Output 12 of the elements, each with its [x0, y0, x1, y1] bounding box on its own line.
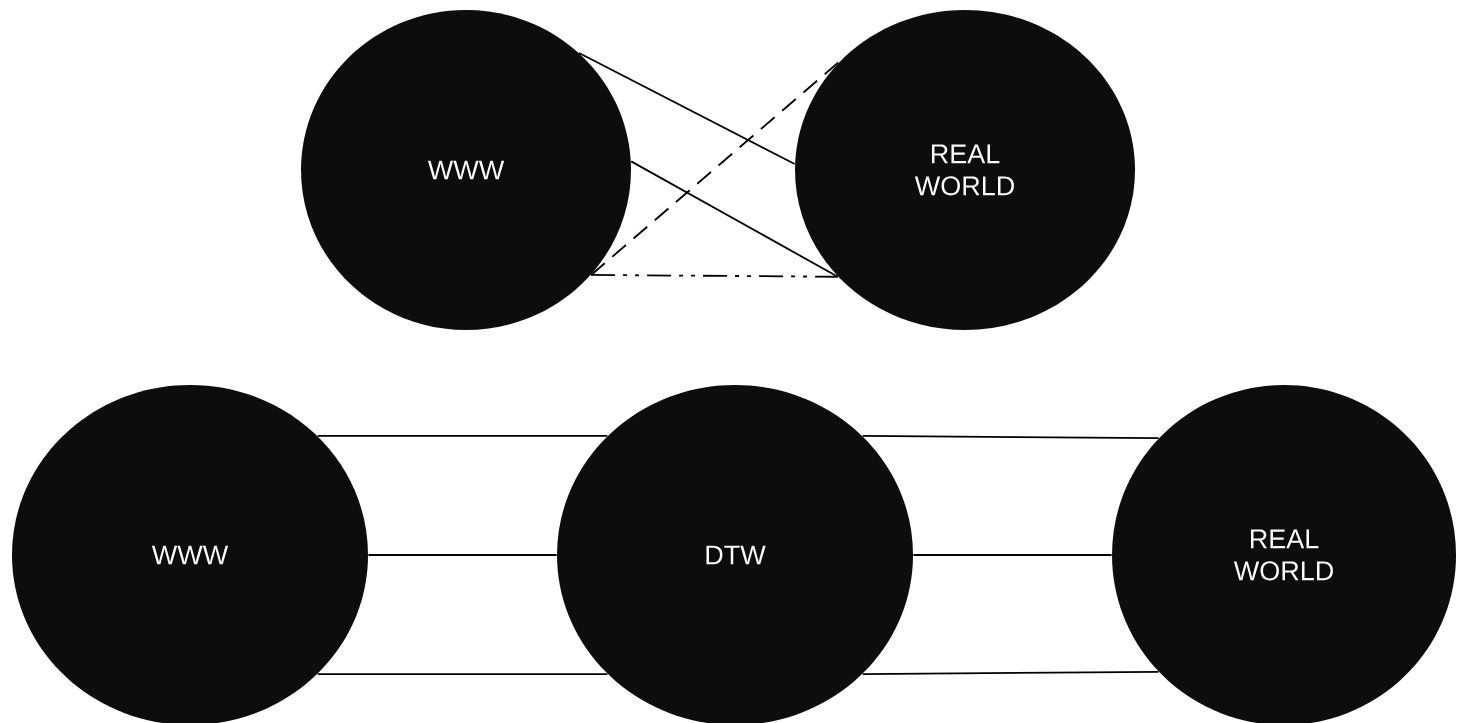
connector-line — [367, 554, 558, 556]
connector-line — [912, 554, 1113, 556]
connector-line — [316, 673, 609, 675]
connector-line — [630, 160, 839, 278]
connector-line — [861, 671, 1160, 675]
circle-node: WWW — [301, 10, 631, 330]
connector-line — [590, 60, 841, 276]
connector-line — [861, 435, 1160, 439]
connector-line — [578, 52, 796, 165]
circle-node: REAL WORLD — [795, 10, 1135, 330]
connector-line — [316, 435, 609, 437]
connector-line — [590, 274, 839, 278]
